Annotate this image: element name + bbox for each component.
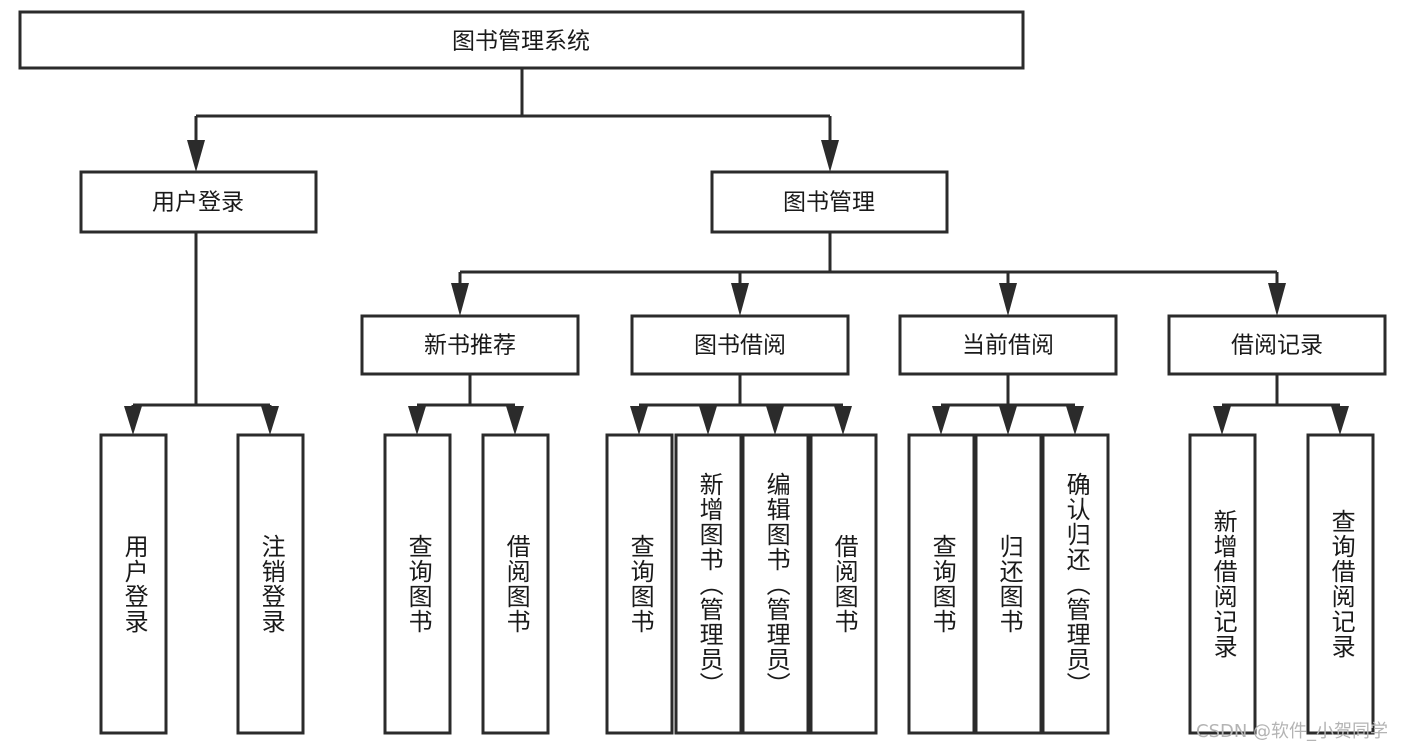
arrow-head-borrow-record <box>1268 283 1286 316</box>
connector-group-borrow-record <box>1213 374 1349 435</box>
arrow-head-leaf-edit-book <box>766 406 784 435</box>
node-borrow-record-label: 借阅记录 <box>1231 333 1323 359</box>
arrow-head-leaf-user-login <box>124 406 142 435</box>
node-borrow-record[interactable]: 借阅记录 <box>1167 314 1387 376</box>
node-leaf-query-record-box[interactable] <box>1306 433 1375 735</box>
node-root-box[interactable] <box>18 10 1025 70</box>
connector-group-root <box>187 68 839 172</box>
arrow-head-leaf-confirm-return <box>1066 406 1084 435</box>
node-leaf-add-record-box[interactable] <box>1188 433 1257 735</box>
node-new-book-recommend-box[interactable] <box>360 314 580 376</box>
connector-group-book-borrow <box>630 374 852 435</box>
arrow-head-leaf-query-book-3 <box>932 406 950 435</box>
arrow-head-user-login <box>187 140 205 172</box>
arrow-head-leaf-borrow-book-2 <box>834 406 852 435</box>
node-book-management[interactable]: 图书管理 <box>710 170 949 234</box>
connector-group-new-book-recommend <box>408 374 524 435</box>
node-book-borrow-box[interactable] <box>630 314 850 376</box>
node-current-borrow-label: 当前借阅 <box>962 333 1054 359</box>
arrow-head-leaf-add-book <box>699 406 717 435</box>
node-leaf-query-book-1-box[interactable] <box>383 433 452 735</box>
node-leaf-confirm-return-box[interactable] <box>1041 433 1110 735</box>
arrow-head-leaf-query-book-2 <box>630 406 648 435</box>
arrow-head-leaf-query-record <box>1331 406 1349 435</box>
connector-group-current-borrow <box>932 374 1084 435</box>
node-leaf-edit-book-box[interactable] <box>741 433 810 735</box>
arrow-head-book-management <box>821 140 839 172</box>
arrow-head-leaf-return-book <box>999 406 1017 435</box>
arrow-head-new-book-recommend <box>451 283 469 316</box>
node-leaf-add-book-box[interactable] <box>674 433 743 735</box>
node-book-borrow-label: 图书借阅 <box>694 333 786 359</box>
node-new-book-recommend[interactable]: 新书推荐 <box>360 314 580 376</box>
arrow-head-leaf-add-record <box>1213 406 1231 435</box>
node-current-borrow[interactable]: 当前借阅 <box>898 314 1118 376</box>
node-book-borrow[interactable]: 图书借阅 <box>630 314 850 376</box>
connector-group-user-login <box>124 232 279 435</box>
node-leaf-borrow-book-2-box[interactable] <box>809 433 878 735</box>
node-new-book-recommend-label: 新书推荐 <box>424 333 516 359</box>
node-leaf-borrow-book-1-box[interactable] <box>481 433 550 735</box>
node-user-login-label: 用户登录 <box>152 190 244 216</box>
node-leaf-user-login-box[interactable] <box>99 433 168 735</box>
node-leaf-return-book-box[interactable] <box>974 433 1043 735</box>
arrow-head-book-borrow <box>731 283 749 316</box>
node-borrow-record-box[interactable] <box>1167 314 1387 376</box>
arrow-head-leaf-logout-login <box>261 406 279 435</box>
node-user-login-box[interactable] <box>79 170 318 234</box>
arrow-head-leaf-borrow-book-1 <box>506 406 524 435</box>
arrow-head-leaf-query-book-1 <box>408 406 426 435</box>
watermark-text: CSDN @软件_小贺同学 <box>1196 721 1389 742</box>
connector-group-book-management <box>451 232 1286 316</box>
node-leaf-logout-login-box[interactable] <box>236 433 305 735</box>
node-book-management-label: 图书管理 <box>783 190 875 216</box>
node-user-login[interactable]: 用户登录 <box>79 170 318 234</box>
arrow-head-current-borrow <box>999 283 1017 316</box>
node-leaf-query-book-3-box[interactable] <box>907 433 976 735</box>
node-root-label: 图书管理系统 <box>452 29 590 55</box>
node-current-borrow-box[interactable] <box>898 314 1118 376</box>
node-book-management-box[interactable] <box>710 170 949 234</box>
node-root[interactable]: 图书管理系统 <box>18 10 1025 70</box>
node-leaf-query-book-2-box[interactable] <box>605 433 674 735</box>
